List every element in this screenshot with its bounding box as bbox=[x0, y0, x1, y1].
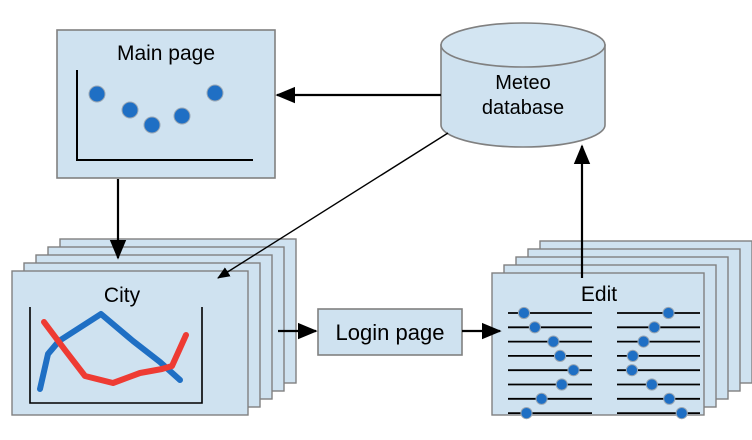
scatter-dot bbox=[206, 84, 224, 102]
city-chart-blue-line bbox=[37, 311, 183, 392]
database-body bbox=[440, 44, 606, 148]
slider-knob-left-3[interactable] bbox=[547, 335, 560, 348]
slider-knob-right-6[interactable] bbox=[645, 378, 658, 391]
scatter-dot bbox=[121, 101, 139, 119]
slider-knob-right-4[interactable] bbox=[626, 349, 639, 362]
slider-knob-left-4[interactable] bbox=[553, 349, 567, 362]
slider-knob-right-1[interactable] bbox=[662, 306, 675, 320]
node-edit-stack[interactable]: Edit bbox=[491, 240, 752, 420]
main-page-frame bbox=[56, 29, 276, 179]
slider-knob-right-7[interactable] bbox=[663, 392, 676, 405]
main-page-chart-axes bbox=[76, 70, 253, 161]
slider-knob-left-2[interactable] bbox=[528, 321, 541, 334]
slider-knob-left-5[interactable] bbox=[567, 364, 580, 377]
edit-label: Edit bbox=[581, 283, 617, 306]
slider-knob-left-7[interactable] bbox=[535, 392, 548, 405]
main-page-scatter-points bbox=[88, 84, 224, 134]
diagram-edges bbox=[109, 86, 591, 340]
slider-knob-right-8[interactable] bbox=[675, 407, 688, 420]
node-meteo-database[interactable]: Meteo database bbox=[440, 22, 606, 148]
login-page-frame bbox=[317, 308, 463, 356]
edit-stack-card-1 bbox=[491, 272, 705, 416]
edge-database-to-city bbox=[217, 132, 449, 279]
slider-knob-right-5[interactable] bbox=[625, 364, 639, 377]
slider-knob-left-8[interactable] bbox=[520, 407, 533, 420]
slider-knob-left-6[interactable] bbox=[555, 378, 568, 391]
scatter-dot bbox=[88, 85, 106, 103]
city-label: City bbox=[104, 284, 141, 307]
edit-slider-group bbox=[508, 306, 700, 420]
login-page-label: Login page bbox=[336, 320, 445, 345]
city-stack-card-1 bbox=[11, 270, 249, 416]
scatter-dot bbox=[143, 116, 161, 134]
city-chart-series bbox=[37, 311, 189, 392]
scatter-dot bbox=[173, 107, 191, 125]
node-main-page[interactable]: Main page bbox=[56, 29, 276, 179]
main-page-label: Main page bbox=[117, 42, 215, 65]
slider-knob-left-1[interactable] bbox=[517, 306, 531, 320]
node-city-stack[interactable]: City bbox=[11, 238, 297, 416]
database-top-ellipse bbox=[440, 22, 606, 68]
node-login-page[interactable]: Login page bbox=[317, 308, 463, 356]
database-label-line2: database bbox=[482, 97, 564, 119]
city-chart-frame bbox=[29, 307, 203, 404]
slider-knob-right-3[interactable] bbox=[637, 335, 650, 348]
database-label-line1: Meteo bbox=[495, 72, 551, 94]
slider-knob-right-2[interactable] bbox=[648, 321, 661, 334]
city-chart-red-line bbox=[41, 319, 189, 386]
